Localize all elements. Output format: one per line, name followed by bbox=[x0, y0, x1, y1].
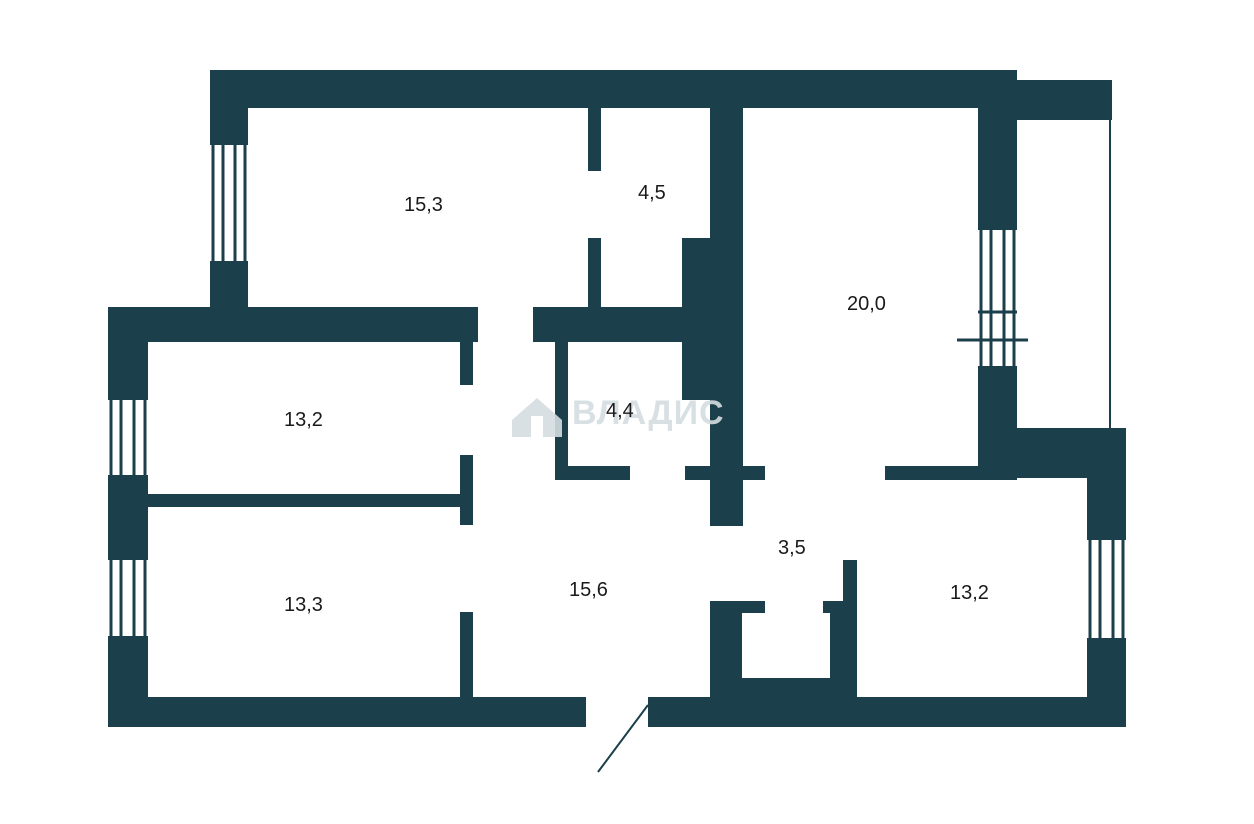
wall-mid-left bbox=[108, 307, 478, 342]
wall-room-20-bottom bbox=[885, 466, 993, 480]
wall-bath-left bbox=[555, 342, 568, 480]
wall-small-right bbox=[843, 560, 857, 698]
window-left-upper bbox=[108, 400, 148, 475]
room-area-label: 13,2 bbox=[950, 582, 989, 604]
wall-partition-upper-a bbox=[588, 108, 601, 171]
room-area-label: 13,3 bbox=[284, 594, 323, 616]
wall-partition-upper-b bbox=[588, 238, 601, 308]
wall-bath-bottom bbox=[555, 466, 630, 480]
room-area-label: 13,2 bbox=[284, 409, 323, 431]
wall-balcony-bottom bbox=[995, 428, 1126, 478]
house-logo-icon bbox=[512, 398, 562, 437]
entrance-door-swing bbox=[597, 704, 649, 773]
room-area-label: 15,6 bbox=[569, 579, 608, 601]
wall-pillar bbox=[682, 238, 722, 400]
room-area-label: 15,3 bbox=[404, 194, 443, 216]
room-labels: 15,3 4,5 20,0 4,4 13,2 13,3 15,6 3,5 13,… bbox=[284, 182, 989, 616]
window-left-lower bbox=[108, 560, 148, 636]
windows bbox=[108, 145, 1126, 638]
wall-left-partition-c bbox=[460, 612, 473, 698]
wall-small-right-inner bbox=[830, 601, 844, 681]
room-area-label: 20,0 bbox=[847, 293, 886, 315]
wall-top bbox=[210, 70, 1017, 108]
wall-left-rooms-divider bbox=[148, 494, 473, 507]
window-top-right bbox=[957, 230, 1028, 366]
wall-left-partition-a bbox=[460, 342, 473, 385]
wall-bath-bottom-right bbox=[685, 466, 765, 480]
room-area-label: 4,4 bbox=[606, 400, 634, 422]
watermark: ВЛАДИС bbox=[512, 394, 725, 437]
wall-bottom-right bbox=[648, 697, 1126, 727]
wall-bottom-left bbox=[108, 697, 586, 727]
wall-small-top-a bbox=[710, 601, 765, 613]
room-area-label: 3,5 bbox=[778, 537, 806, 559]
window-right-lower bbox=[1087, 540, 1126, 638]
window-top-left bbox=[210, 145, 248, 261]
wall-mid-center bbox=[533, 307, 703, 342]
watermark-text: ВЛАДИС bbox=[572, 394, 725, 432]
room-area-label: 4,5 bbox=[638, 182, 666, 204]
wall-left bbox=[108, 307, 148, 727]
wall-small-left bbox=[710, 601, 742, 697]
walls bbox=[108, 70, 1126, 727]
wall-balcony-top bbox=[1010, 80, 1112, 120]
wall-small-bottom bbox=[742, 678, 857, 698]
wall-left-partition-b bbox=[460, 455, 473, 525]
